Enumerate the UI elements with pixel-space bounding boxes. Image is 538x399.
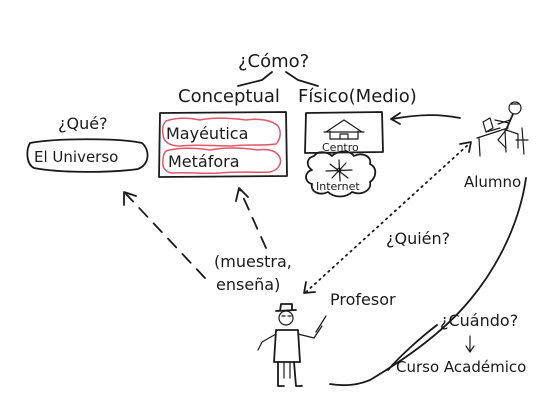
- arrow-alumno-centro: [391, 114, 461, 120]
- como-label: ¿Cómo?: [238, 51, 309, 72]
- mayeutica-highlight: [161, 117, 281, 147]
- cuando-label: ¿Cuándo?: [440, 311, 518, 330]
- universo-cloud: [26, 138, 149, 173]
- dashed-arrow-conceptual: [239, 189, 267, 249]
- centro-label: Centro: [322, 141, 359, 154]
- alumno-label: Alumno: [464, 173, 521, 191]
- conceptual-label: Conceptual: [178, 86, 280, 107]
- timeline-stroke: [329, 177, 527, 387]
- mayeutica-label: Mayéutica: [166, 124, 248, 143]
- dashed-arrow-universo: [125, 193, 206, 279]
- building-icon: [323, 119, 365, 140]
- dotted-link-head-bottom: [303, 281, 316, 294]
- dotted-link-quien: [305, 142, 471, 293]
- metafora-highlight: [162, 147, 282, 175]
- profesor-figure: [257, 303, 327, 387]
- arrow-cuando-curso-head: [465, 345, 475, 353]
- arrow-alumno-centro-head: [390, 112, 401, 125]
- network-icon: [325, 159, 353, 182]
- profesor-label: Profesor: [330, 290, 396, 309]
- quien-label: ¿Quién?: [386, 229, 450, 248]
- muestra-label: (muestra,: [214, 252, 292, 271]
- curso-label: Curso Académico: [396, 358, 526, 376]
- fisico-label: Físico(Medio): [298, 86, 417, 107]
- como-branch-left: [237, 71, 273, 87]
- internet-cloud: [305, 150, 377, 198]
- que-label: ¿Qué?: [58, 114, 108, 133]
- dashed-arrow-conceptual-head: [235, 187, 249, 202]
- internet-label: Internet: [316, 180, 360, 193]
- dotted-link-head-top: [459, 141, 472, 153]
- metafora-label: Metáfora: [168, 152, 240, 171]
- centro-box: [304, 111, 384, 154]
- dashed-arrow-universo-head: [123, 191, 137, 206]
- alumno-figure: [476, 101, 529, 157]
- connector-stroke: [387, 324, 438, 371]
- como-branch-right: [285, 71, 319, 87]
- conceptual-box: [158, 111, 288, 178]
- universo-label: El Universo: [34, 148, 118, 166]
- ensena-label: enseña): [216, 275, 280, 294]
